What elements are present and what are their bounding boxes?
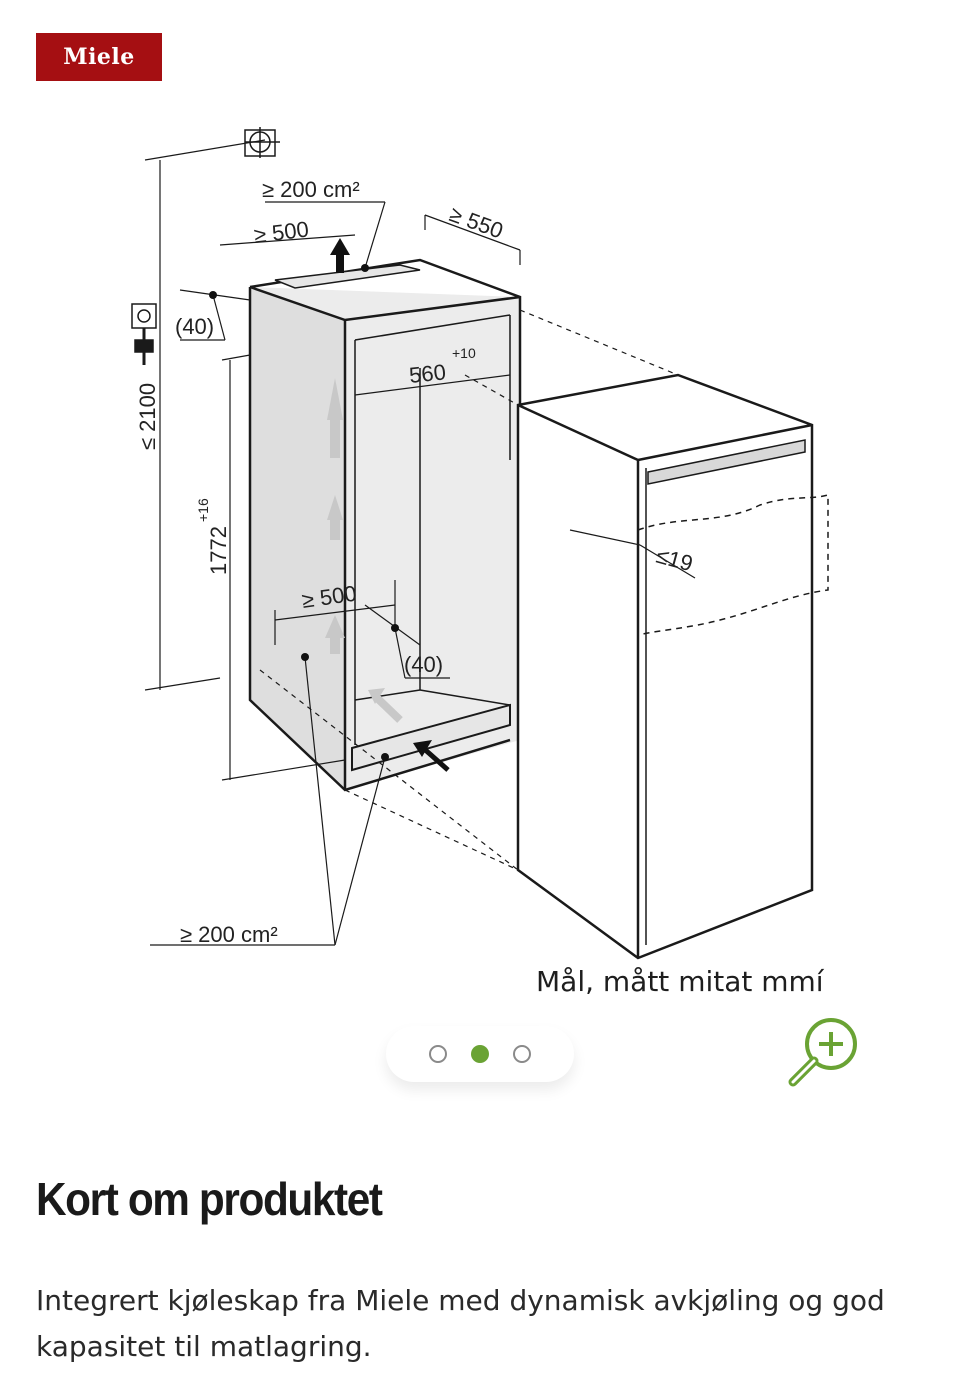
niche-height-tolerance: +16 xyxy=(195,498,211,522)
depth-label: ≥ 550 xyxy=(446,201,506,243)
niche-width-tolerance: +10 xyxy=(452,345,476,361)
carousel-dot-3[interactable] xyxy=(513,1045,531,1063)
niche-height-label: 1772 xyxy=(206,526,231,575)
miele-logo: Miele xyxy=(36,33,162,81)
niche-width-label: 560 xyxy=(408,359,447,388)
top-width-label: ≥ 500 xyxy=(253,216,311,248)
carousel-pagination xyxy=(386,1026,574,1082)
carousel-dot-2-active[interactable] xyxy=(471,1045,489,1063)
carousel-dot-1[interactable] xyxy=(429,1045,447,1063)
top-gap-label: (40) xyxy=(175,314,214,339)
product-description: Integrert kjøleskap fra Miele med dynami… xyxy=(36,1284,885,1363)
zoom-in-icon[interactable] xyxy=(785,1012,865,1092)
diagram-caption: Mål, mått mitat mmí xyxy=(536,965,824,998)
installation-diagram: ≥ 200 cm² ≥ 500 ≥ 550 (40) ≤ 2100 560 +1… xyxy=(131,127,829,960)
top-vent-area-label: ≥ 200 cm² xyxy=(262,177,360,202)
product-summary-heading: Kort om produktet xyxy=(36,1173,383,1225)
bottom-gap-label: (40) xyxy=(404,652,443,677)
logo-text: Miele xyxy=(63,44,135,70)
max-height-label: ≤ 2100 xyxy=(135,383,160,450)
bottom-vent-area-label: ≥ 200 cm² xyxy=(180,922,278,947)
